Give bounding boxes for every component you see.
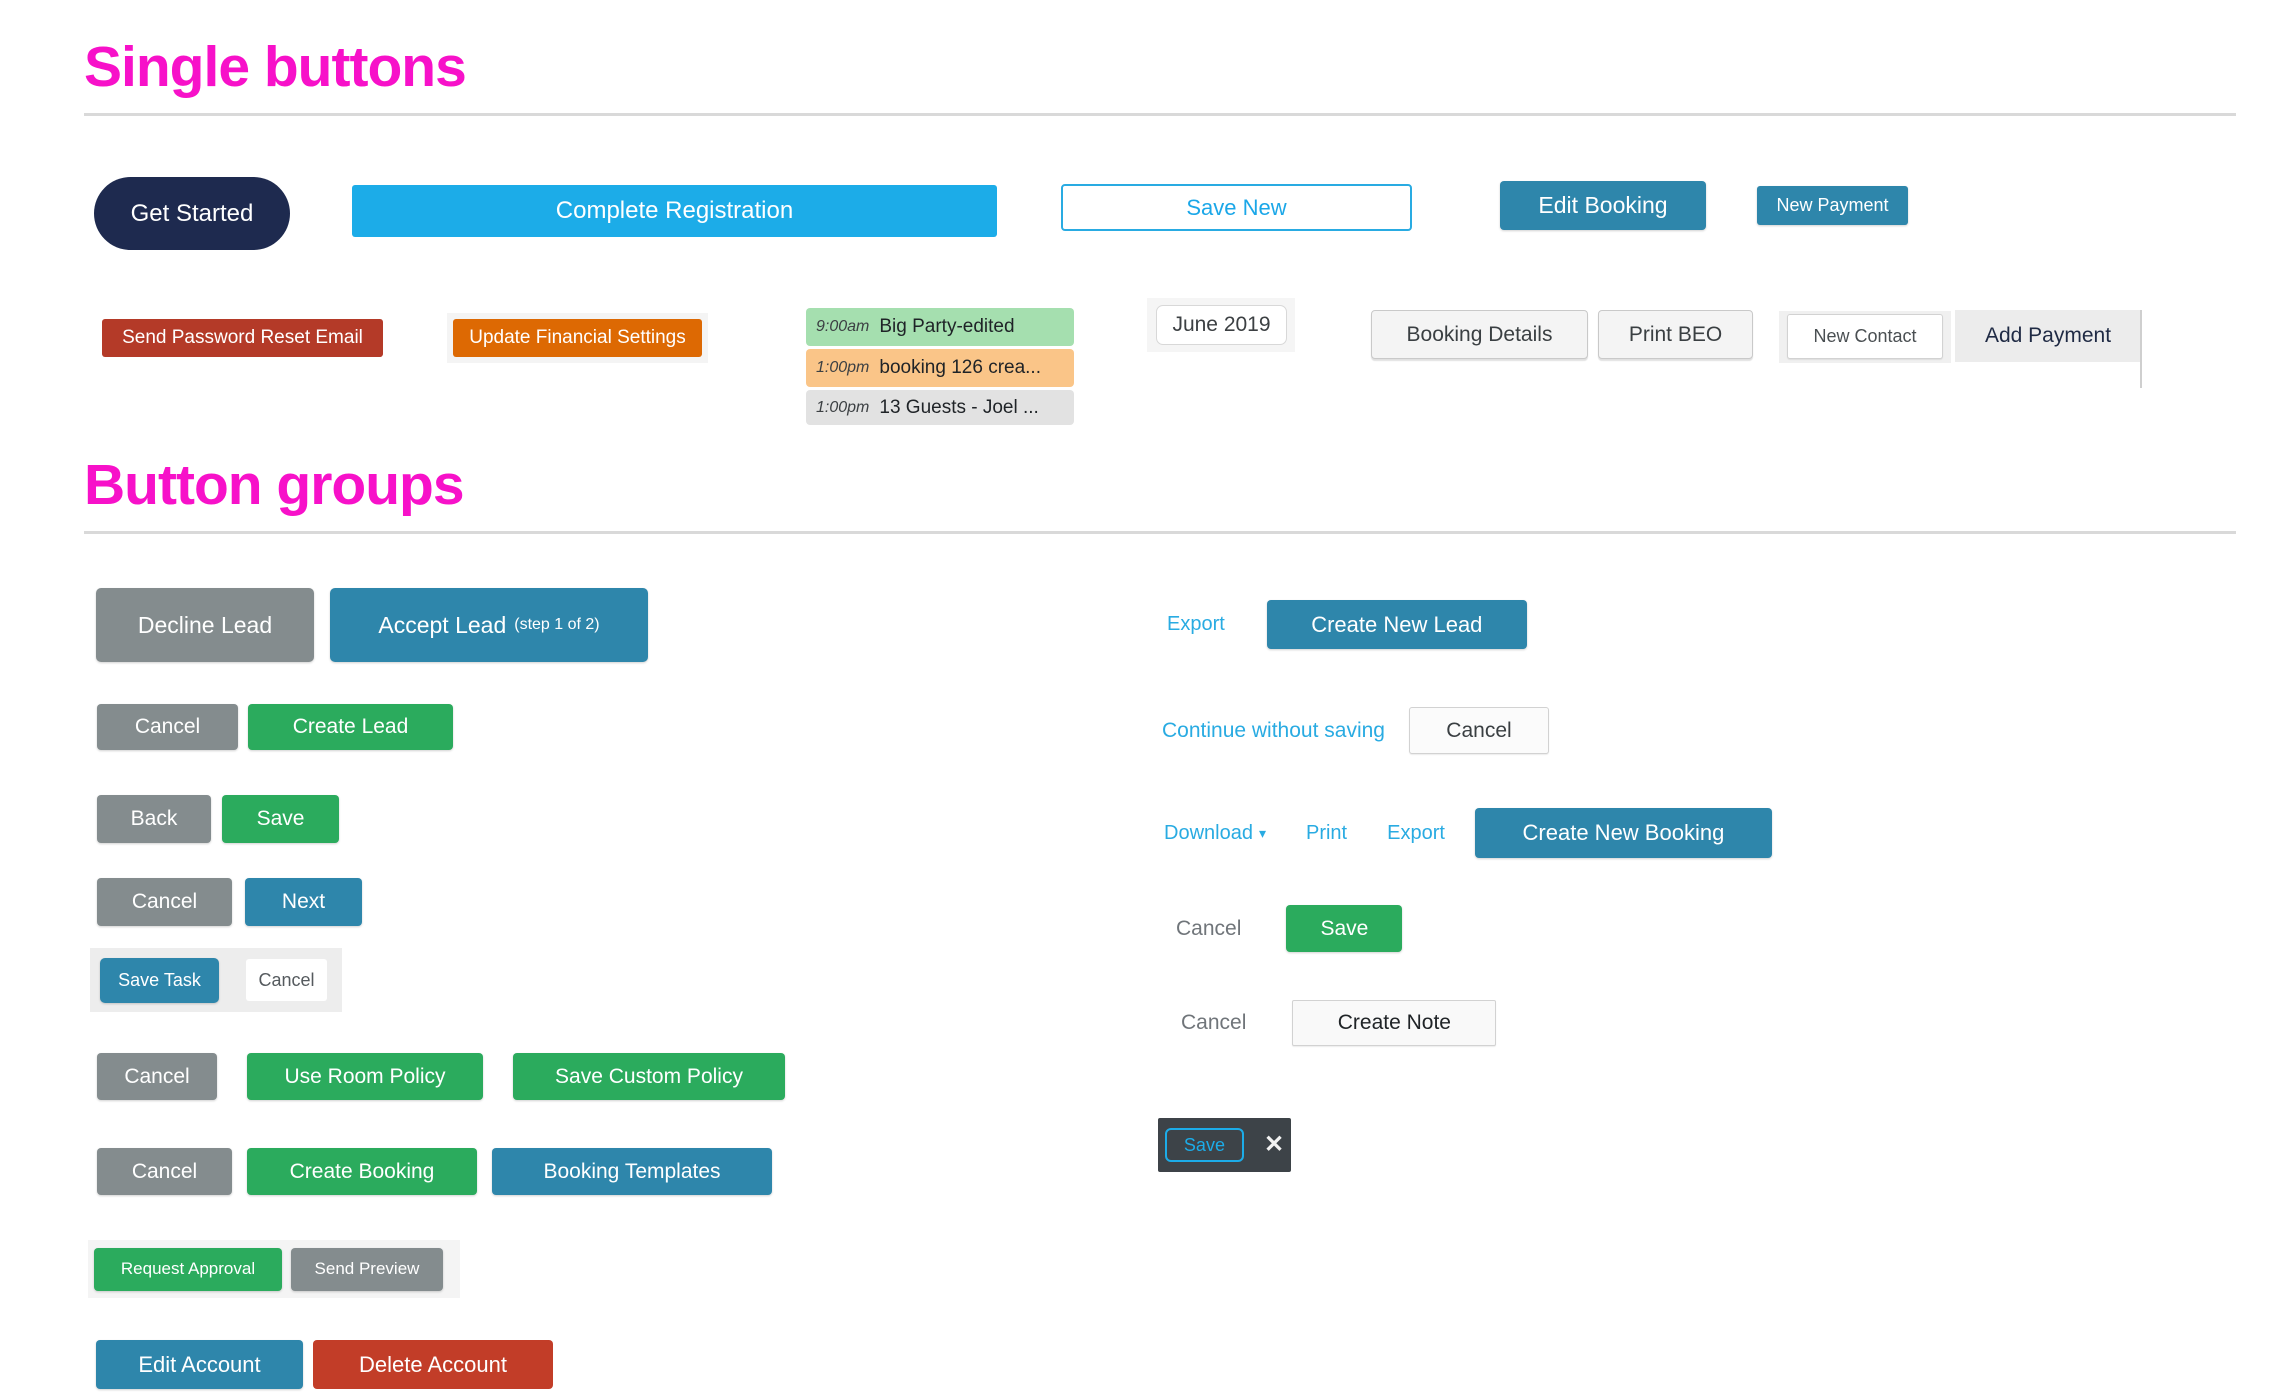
section-title-button-groups: Button groups — [84, 453, 465, 517]
group-cancel-save: Cancel Save — [1176, 905, 1403, 952]
back-button[interactable]: Back — [97, 795, 211, 843]
cancel-button[interactable]: Cancel — [97, 1148, 232, 1195]
booking-templates-button[interactable]: Booking Templates — [492, 1148, 772, 1195]
section-divider — [84, 531, 2236, 534]
calendar-event-list: 9:00am Big Party-edited 1:00pm booking 1… — [806, 308, 1074, 425]
download-label: Download — [1164, 821, 1253, 844]
group-create-booking: Cancel Create Booking Booking Templates — [97, 1148, 772, 1195]
create-new-lead-button[interactable]: Create New Lead — [1266, 600, 1527, 649]
group-decline-accept: Decline Lead Accept Lead (step 1 of 2) — [96, 588, 648, 662]
add-payment-button[interactable]: Add Payment — [1955, 310, 2141, 362]
booking-details-button[interactable]: Booking Details — [1371, 310, 1588, 359]
group-save-task: Save Task Cancel — [90, 948, 342, 1012]
download-dropdown[interactable]: Download ▾ — [1164, 822, 1266, 845]
event-time: 1:00pm — [816, 359, 870, 376]
get-started-button[interactable]: Get Started — [94, 177, 290, 250]
edit-booking-button[interactable]: Edit Booking — [1500, 181, 1706, 230]
group-account: Edit Account Delete Account — [96, 1340, 553, 1389]
calendar-event[interactable]: 1:00pm booking 126 crea... — [806, 349, 1074, 387]
toolbar-divider — [2140, 310, 2142, 388]
create-note-button[interactable]: Create Note — [1292, 1000, 1497, 1046]
event-time: 1:00pm — [816, 398, 870, 416]
group-export-create-lead: Export Create New Lead — [1167, 600, 1527, 649]
complete-registration-button[interactable]: Complete Registration — [352, 185, 997, 237]
accept-lead-button[interactable]: Accept Lead (step 1 of 2) — [330, 588, 648, 662]
inline-save-toolbar: Save ✕ — [1158, 1118, 1291, 1172]
caret-down-icon: ▾ — [1258, 824, 1266, 841]
cancel-button[interactable]: Cancel — [246, 959, 327, 1001]
new-contact-button[interactable]: New Contact — [1787, 314, 1943, 359]
save-custom-policy-button[interactable]: Save Custom Policy — [513, 1053, 785, 1100]
continue-without-saving-link[interactable]: Continue without saving — [1162, 718, 1385, 742]
calendar-event[interactable]: 1:00pm 13 Guests - Joel ... — [806, 390, 1074, 425]
cancel-link[interactable]: Cancel — [1181, 1011, 1247, 1034]
event-title: Big Party-edited — [879, 316, 1015, 337]
request-approval-button[interactable]: Request Approval — [94, 1247, 282, 1291]
group-room-policy: Cancel Use Room Policy Save Custom Polic… — [97, 1053, 785, 1100]
print-link[interactable]: Print — [1305, 821, 1348, 844]
cancel-button[interactable]: Cancel — [97, 704, 238, 750]
group-cancel-next: Cancel Next — [97, 878, 362, 926]
cancel-button[interactable]: Cancel — [97, 1053, 217, 1100]
save-button[interactable]: Save — [222, 795, 339, 843]
group-cancel-create-lead: Cancel Create Lead — [97, 704, 453, 750]
new-contact-backdrop: New Contact — [1779, 311, 1951, 363]
section-title-single-buttons: Single buttons — [84, 35, 467, 99]
create-new-booking-button[interactable]: Create New Booking — [1474, 808, 1772, 858]
update-financial-backdrop: Update Financial Settings — [447, 313, 708, 363]
save-button[interactable]: Save — [1286, 905, 1403, 952]
save-button[interactable]: Save — [1164, 1128, 1244, 1162]
send-password-reset-button[interactable]: Send Password Reset Email — [102, 319, 383, 357]
group-approval: Request Approval Send Preview — [88, 1240, 460, 1298]
group-download-print-export: Download ▾ Print Export Create New Booki… — [1164, 808, 1772, 858]
accept-lead-step-label: (step 1 of 2) — [514, 616, 600, 633]
calendar-event[interactable]: 9:00am Big Party-edited — [806, 308, 1074, 346]
cancel-button[interactable]: Cancel — [1408, 707, 1549, 754]
save-task-button[interactable]: Save Task — [100, 957, 219, 1003]
edit-account-button[interactable]: Edit Account — [96, 1340, 303, 1389]
cancel-link[interactable]: Cancel — [1176, 916, 1242, 940]
export-link[interactable]: Export — [1387, 821, 1445, 844]
next-button[interactable]: Next — [245, 878, 362, 926]
group-back-save: Back Save — [97, 795, 339, 843]
create-booking-button[interactable]: Create Booking — [247, 1148, 477, 1195]
accept-lead-label: Accept Lead — [378, 611, 507, 638]
group-continue-cancel: Continue without saving Cancel — [1162, 707, 1549, 754]
decline-lead-button[interactable]: Decline Lead — [96, 588, 314, 662]
export-link[interactable]: Export — [1167, 613, 1225, 635]
send-preview-button[interactable]: Send Preview — [291, 1247, 443, 1291]
cancel-button[interactable]: Cancel — [97, 878, 232, 926]
update-financial-settings-button[interactable]: Update Financial Settings — [453, 319, 702, 357]
close-icon[interactable]: ✕ — [1263, 1131, 1285, 1158]
event-title: booking 126 crea... — [879, 357, 1041, 378]
month-button-backdrop: June 2019 — [1147, 298, 1295, 352]
print-beo-button[interactable]: Print BEO — [1598, 310, 1753, 359]
event-title: 13 Guests - Joel ... — [879, 396, 1039, 418]
delete-account-button[interactable]: Delete Account — [313, 1340, 553, 1389]
month-button[interactable]: June 2019 — [1156, 305, 1287, 345]
new-payment-button[interactable]: New Payment — [1757, 186, 1908, 225]
use-room-policy-button[interactable]: Use Room Policy — [247, 1053, 483, 1100]
event-time: 9:00am — [816, 318, 870, 335]
save-new-button[interactable]: Save New — [1061, 184, 1412, 231]
group-cancel-create-note: Cancel Create Note — [1181, 1000, 1497, 1046]
create-lead-button[interactable]: Create Lead — [248, 704, 453, 750]
section-divider — [84, 113, 2236, 116]
